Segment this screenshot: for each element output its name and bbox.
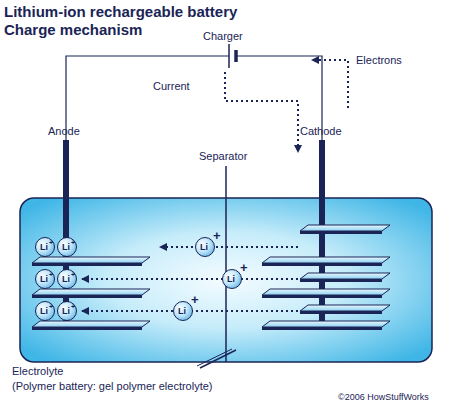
separator-line xyxy=(225,166,227,362)
electrode-plate xyxy=(262,289,390,295)
lithium-ion: Li+ xyxy=(195,237,215,257)
diagram-title: Lithium-ion rechargeable battery xyxy=(4,3,237,20)
label-text: Cathode xyxy=(300,125,342,138)
lithium-ion: Li+ xyxy=(35,269,55,289)
ion-symbol: Li xyxy=(178,307,186,316)
electrode-plate xyxy=(300,279,382,282)
label-text: Anode xyxy=(48,125,80,138)
electrode-plate xyxy=(300,311,382,314)
ion-flow-arrow xyxy=(160,246,298,248)
electrode-plate xyxy=(32,327,142,330)
ion-charge: + xyxy=(240,261,248,274)
lithium-ion: Li+ xyxy=(57,301,77,321)
ion-symbol: Li xyxy=(62,243,70,252)
label-text: (Polymer battery: gel polymer electrolyt… xyxy=(12,380,213,393)
ion-symbol: Li xyxy=(227,275,235,284)
label-text: Charge mechanism xyxy=(4,21,142,38)
wire xyxy=(66,56,229,140)
current-flow-arrow xyxy=(225,72,298,152)
lithium-ion: Li+ xyxy=(57,237,77,257)
electrode-plate xyxy=(32,321,150,327)
ion-charge: + xyxy=(49,271,53,278)
electrode-plate xyxy=(262,327,382,330)
electrode-plate xyxy=(32,295,142,298)
lithium-ion: Li+ xyxy=(35,237,55,257)
electrode-plate xyxy=(300,225,390,231)
ion-symbol: Li xyxy=(40,243,48,252)
electrode-plate xyxy=(32,289,150,295)
ion-symbol: Li xyxy=(40,275,48,284)
ion-symbol: Li xyxy=(62,275,70,284)
leader-line xyxy=(200,350,236,368)
ion-charge: + xyxy=(71,239,75,246)
electrode-plate xyxy=(32,257,150,263)
ion-charge: + xyxy=(49,239,53,246)
lithium-ion: Li+ xyxy=(35,301,55,321)
ion-charge: + xyxy=(191,293,199,306)
electrode-plate xyxy=(32,263,142,266)
electrode-plate xyxy=(300,273,390,279)
electron-flow-arrow xyxy=(312,60,348,108)
ion-symbol: Li xyxy=(62,307,70,316)
ion-charge: + xyxy=(71,271,75,278)
ion-symbol: Li xyxy=(200,243,208,252)
lithium-ion: Li+ xyxy=(222,269,242,289)
label-text: Separator xyxy=(199,150,247,163)
ion-charge: + xyxy=(49,303,53,310)
ion-charge: + xyxy=(213,229,221,242)
electrode-plate xyxy=(262,295,382,298)
label-text: Electrolyte xyxy=(12,365,63,378)
electrode-plate xyxy=(300,305,390,311)
label-text: Charger xyxy=(203,30,243,43)
label-text: Electrons xyxy=(356,54,402,67)
electrode-plate xyxy=(262,263,382,266)
ion-symbol: Li xyxy=(40,307,48,316)
electrode-plate xyxy=(300,231,382,234)
electrode-plate xyxy=(262,321,390,327)
leader-line xyxy=(197,349,232,366)
label-text: ©2006 HowStuffWorks xyxy=(338,392,429,402)
electrode-plate xyxy=(262,257,390,263)
electrode-plates xyxy=(32,225,390,330)
ion-charge: + xyxy=(71,303,75,310)
lithium-ion: Li+ xyxy=(173,301,193,321)
label-text: Current xyxy=(153,80,190,93)
ion-flow-arrow xyxy=(82,278,298,280)
lithium-ion: Li+ xyxy=(57,269,77,289)
